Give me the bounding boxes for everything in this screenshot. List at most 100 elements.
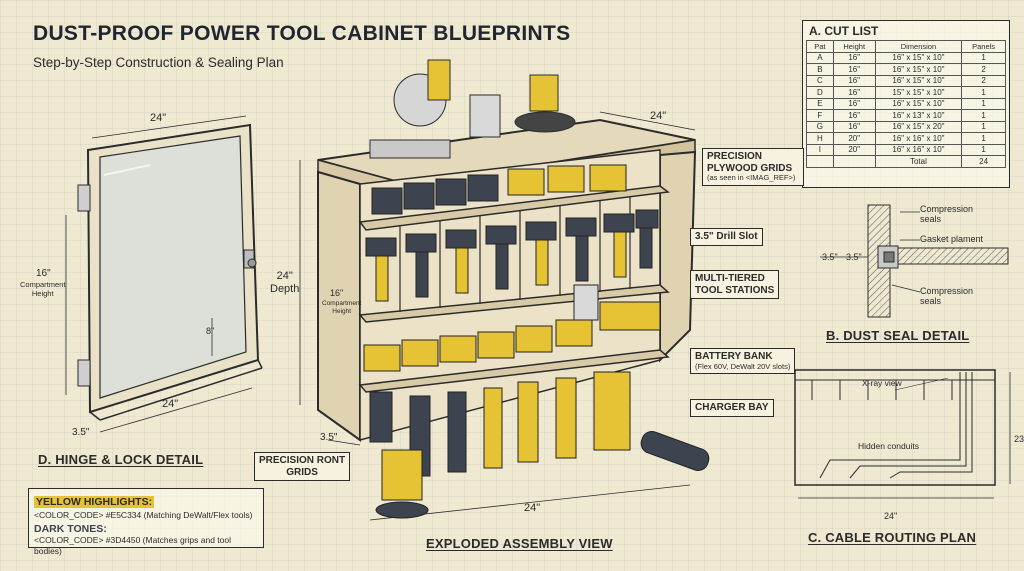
table-cell: G xyxy=(806,120,834,133)
assembly-compartment-dim: 16" xyxy=(330,288,344,298)
table-cell: 16" xyxy=(832,86,876,99)
legend-yellow-head: YELLOW HIGHLIGHTS: xyxy=(34,496,155,508)
seal-dim-b: 3.5" xyxy=(846,252,862,262)
table-cell: 1 xyxy=(961,132,1006,145)
col-header: Pat xyxy=(806,40,834,53)
callout-battery-sub: (Flex 60V, DeWalt 20V slots) xyxy=(695,361,791,371)
color-legend: YELLOW HIGHLIGHTS: <COLOR_CODE> #E5C334 … xyxy=(28,488,264,556)
table-cell: 16" xyxy=(832,51,876,64)
drill-row xyxy=(365,209,659,302)
callout-battery-bank: BATTERY BANK (Flex 60V, DeWalt 20V slots… xyxy=(690,348,796,375)
cable-height-dim: 23" xyxy=(1014,434,1024,444)
page-title: DUST-PROOF POWER TOOL CABINET BLUEPRINTS xyxy=(33,22,571,45)
legend-dark-line: <COLOR_CODE> #3D4450 (Matches grips and … xyxy=(34,535,232,556)
callout-charger-bay: CHARGER BAY xyxy=(690,399,774,417)
assembly-depth-label: 24" Depth xyxy=(270,270,300,295)
table-cell: 16" x 13" x 10" xyxy=(874,109,963,122)
assembly-title: EXPLODED ASSEMBLY VIEW xyxy=(426,536,613,551)
table-cell: 1 xyxy=(961,143,1006,156)
table-cell: 15" x 15" x 10" xyxy=(874,86,963,99)
callout-drill-slot: 3.5" Drill Slot xyxy=(690,228,763,246)
col-header: Dimension xyxy=(874,40,963,53)
hinge-height-dim: 16" xyxy=(36,268,51,279)
table-cell: E xyxy=(806,97,834,110)
hinge-top-width: 24" xyxy=(150,112,167,124)
seal-dim-a: 3.5" xyxy=(822,252,838,262)
assembly-bottom-width: 24" xyxy=(524,502,541,514)
page-subtitle: Step-by-Step Construction & Sealing Plan xyxy=(33,55,284,70)
table-cell: 1 xyxy=(961,109,1006,122)
seal-gasket-label: Gasket plament xyxy=(920,234,984,244)
table-cell: 16" xyxy=(832,63,876,76)
hinge-title: D. HINGE & LOCK DETAIL xyxy=(38,452,204,467)
table-cell: B xyxy=(806,63,834,76)
table-cell: 1 xyxy=(961,97,1006,110)
table-cell: F xyxy=(806,109,834,122)
hinge-depth-dim: 3.5" xyxy=(72,427,90,438)
hinge-height-sub: Compartment Height xyxy=(20,280,66,298)
table-cell: 24 xyxy=(961,155,1006,168)
callout-plywood-grids: PRECISION PLYWOOD GRIDS (as seen in <IMA… xyxy=(702,148,804,186)
table-cell: 16" xyxy=(832,109,876,122)
table-cell xyxy=(832,155,876,168)
bottom-tool-row xyxy=(369,371,710,519)
seal-compression-top: Compression seals xyxy=(920,204,974,224)
cut-list-title: A. CUT LIST xyxy=(809,24,879,38)
table-cell: 2 xyxy=(961,74,1006,87)
table-cell: 16" x 15" x 10" xyxy=(874,51,963,64)
battery-bank-row xyxy=(363,284,661,372)
table-cell: 16" xyxy=(832,97,876,110)
assembly-side-depth: 3.5" xyxy=(320,432,338,443)
col-header: Panels xyxy=(961,40,1006,53)
battery-row-top xyxy=(371,164,627,215)
table-cell: 20" xyxy=(832,143,876,156)
table-cell: 16" x 15" x 20" xyxy=(874,120,963,133)
hinge-door-drawing xyxy=(65,115,263,433)
callout-tool-stations: MULTI-TIERED TOOL STATIONS xyxy=(690,270,780,299)
table-cell: A xyxy=(806,51,834,64)
seal-compression-bottom: Compression seals xyxy=(920,286,974,306)
cable-conduits-label: Hidden conduits xyxy=(858,441,919,451)
table-cell: D xyxy=(806,86,834,99)
assembly-compartment-sub: Compartment Height xyxy=(322,300,362,315)
table-cell: C xyxy=(806,74,834,87)
table-cell: 1 xyxy=(961,86,1006,99)
hinge-bottom-width: 24" xyxy=(162,398,179,410)
table-cell: 16" x 15" x 10" xyxy=(874,63,963,76)
legend-yellow-line: <COLOR_CODE> #E5C334 (Matching DeWalt/Fl… xyxy=(34,510,253,520)
table-cell: H xyxy=(806,132,834,145)
table-cell: 16" x 15" x 10" xyxy=(874,97,963,110)
callout-plywood-sub: (as seen in <IMAG_REF>) xyxy=(707,173,796,182)
table-cell xyxy=(806,155,834,168)
cable-xray-label: X-ray view xyxy=(862,378,902,388)
table-cell: 16" xyxy=(832,74,876,87)
table-cell: 16" x 16" x 10" xyxy=(874,143,963,156)
assembly-top-width: 24" xyxy=(650,110,667,122)
table-cell: 16" x 15" x 10" xyxy=(874,74,963,87)
callout-battery-text: BATTERY BANK xyxy=(695,351,773,362)
callout-plywood-text: PRECISION PLYWOOD GRIDS xyxy=(707,151,793,174)
cable-width-dim: 24" xyxy=(884,511,898,521)
table-cell: 1 xyxy=(961,120,1006,133)
table-cell: 2 xyxy=(961,63,1006,76)
col-header: Height xyxy=(832,40,876,53)
table-cell: 20" xyxy=(832,132,876,145)
callout-front-grids: PRECISION RONT GRIDS xyxy=(254,452,351,481)
cut-list-panel: A. CUT LIST Pat Height Dimension Panels … xyxy=(802,20,1010,188)
table-cell: 1 xyxy=(961,51,1006,64)
cable-routing-drawing xyxy=(794,369,1011,499)
hinge-inner-dim: 8" xyxy=(206,326,215,336)
legend-dark-head: DARK TONES: xyxy=(34,523,107,535)
table-cell: Total xyxy=(874,155,963,168)
